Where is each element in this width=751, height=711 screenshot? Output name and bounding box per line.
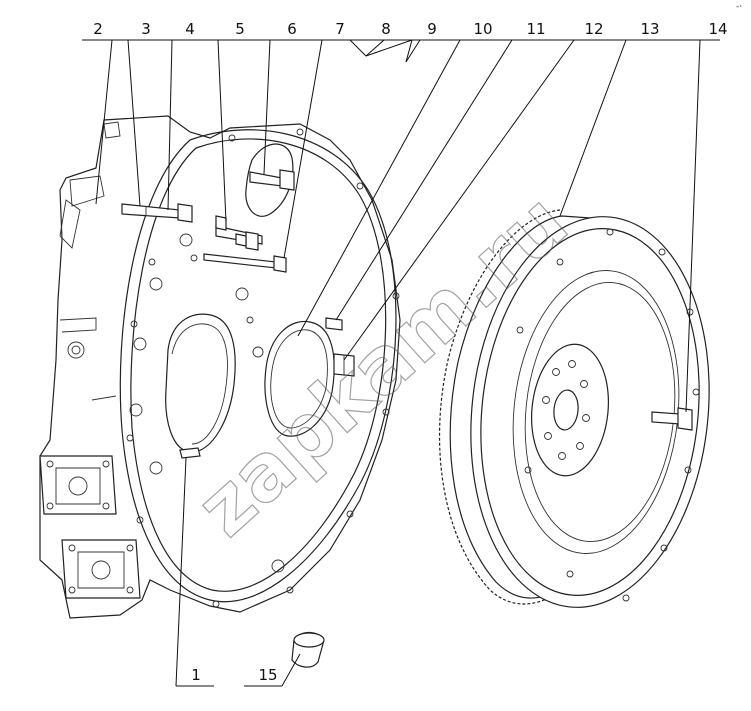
callout-9: 9 xyxy=(427,20,437,38)
callout-14: 14 xyxy=(708,20,727,38)
corner-mark: -· xyxy=(736,2,742,12)
leader-lines xyxy=(82,39,720,687)
callout-6: 6 xyxy=(287,20,297,38)
callout-2: 2 xyxy=(93,20,103,38)
callout-5: 5 xyxy=(235,20,245,38)
callout-1: 1 xyxy=(191,666,201,684)
callout-15: 15 xyxy=(258,666,277,684)
housing-bolts xyxy=(121,169,355,377)
callout-labels: 2 3 4 5 6 7 8 9 10 11 12 13 14 1 15 xyxy=(93,20,727,684)
callout-7: 7 xyxy=(335,20,345,38)
callout-11: 11 xyxy=(526,20,545,38)
flywheel xyxy=(439,209,710,608)
callout-10: 10 xyxy=(473,20,492,38)
cap-part-15 xyxy=(291,631,325,668)
callout-4: 4 xyxy=(185,20,195,38)
callout-3: 3 xyxy=(141,20,151,38)
flywheel-housing xyxy=(39,115,401,619)
callout-13: 13 xyxy=(640,20,659,38)
callout-12: 12 xyxy=(584,20,603,38)
callout-8: 8 xyxy=(381,20,391,38)
